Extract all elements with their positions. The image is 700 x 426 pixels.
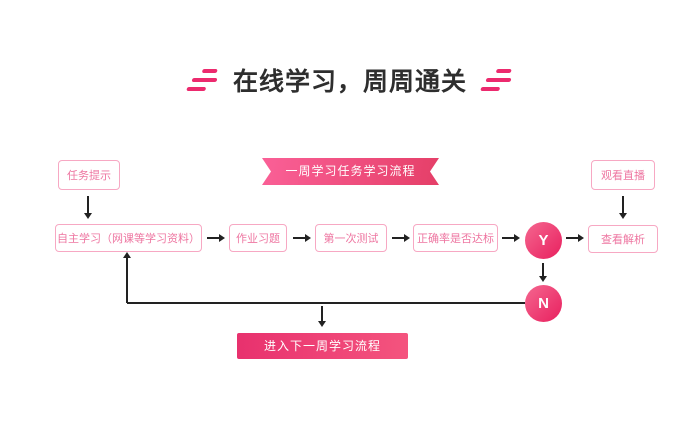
banner-next-week: 进入下一周学习流程 xyxy=(237,333,408,359)
node-first-test: 第一次测试 xyxy=(315,224,387,252)
arrow-right-2 xyxy=(293,237,305,239)
node-homework: 作业习题 xyxy=(229,224,287,252)
arrow-right-3 xyxy=(392,237,404,239)
ribbon-week-process: 一周学习任务学习流程 xyxy=(262,158,439,185)
arrow-down-task-hint xyxy=(87,196,89,213)
arrow-right-4 xyxy=(502,237,514,239)
decision-yes-circle: Y xyxy=(525,222,562,259)
arrow-right-1 xyxy=(207,237,219,239)
triple-bars-icon xyxy=(480,69,513,91)
node-accuracy-check: 正确率是否达标 xyxy=(413,224,498,252)
node-task-hint: 任务提示 xyxy=(58,160,120,190)
page-title: 在线学习，周周通关 xyxy=(232,68,467,96)
decision-no-circle: N xyxy=(525,285,562,322)
node-view-analysis: 查看解析 xyxy=(588,225,658,253)
arrow-down-next-week xyxy=(321,306,323,321)
loop-back-line xyxy=(127,302,525,304)
arrow-up-loop-back xyxy=(126,258,128,303)
triple-bars-icon xyxy=(186,69,219,91)
arrow-down-watch-live xyxy=(622,196,624,213)
page-title-row: 在线学习，周周通关 xyxy=(0,62,700,98)
node-self-study: 自主学习（网课等学习资料） xyxy=(55,224,202,252)
arrow-down-yes-to-no xyxy=(542,263,544,276)
node-watch-live: 观看直播 xyxy=(591,160,655,190)
arrow-right-5 xyxy=(566,237,578,239)
